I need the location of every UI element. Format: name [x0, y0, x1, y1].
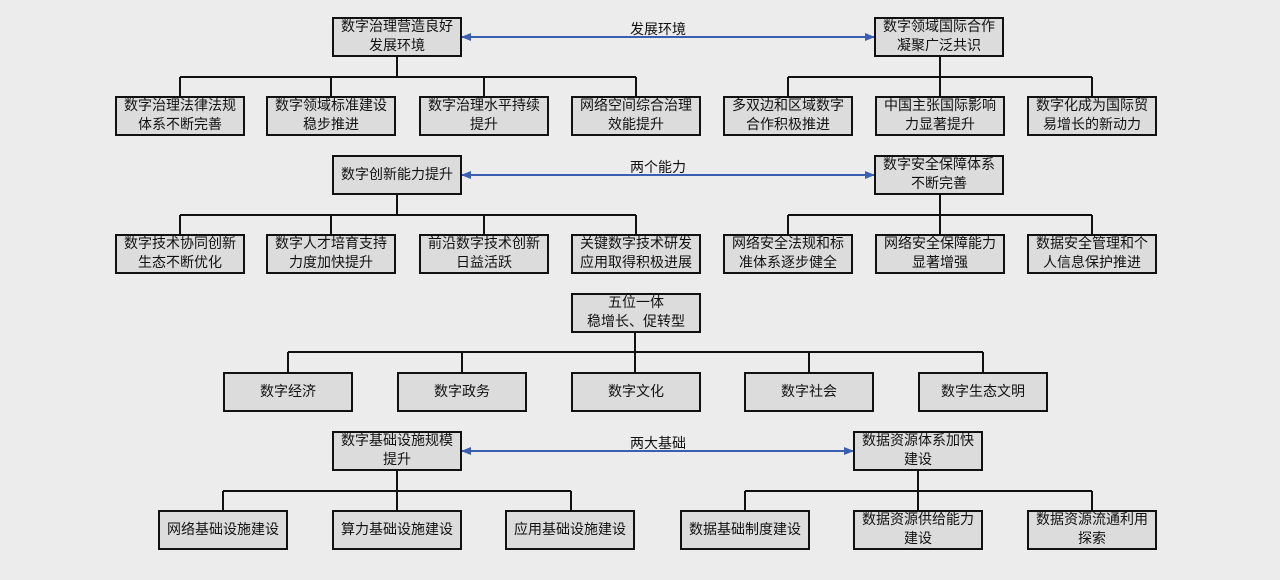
node-env-right-2: 中国主张国际影响 力显著提升	[875, 96, 1005, 136]
node-network-infrastructure: 网络基础设施建设	[158, 510, 288, 550]
node-cap-left-2: 数字人才培育支持 力度加快提升	[266, 234, 396, 274]
node-cap-right-2: 网络安全保障能力 显著增强	[875, 234, 1005, 274]
tree-environment-left	[179, 57, 637, 96]
tree-foundations-left	[222, 471, 572, 510]
node-env-left-1: 数字治理法律法规 体系不断完善	[115, 96, 245, 136]
node-cap-left-4: 关键数字技术研发 应用取得积极进展	[571, 234, 701, 274]
node-data-institution: 数据基础制度建设	[680, 510, 810, 550]
tree-capabilities-left	[179, 195, 637, 234]
node-env-left-2: 数字领域标准建设 稳步推进	[266, 96, 396, 136]
relation-label-foundations: 两大基础	[630, 436, 686, 452]
node-env-left-4: 网络空间综合治理 效能提升	[571, 96, 701, 136]
node-digital-culture: 数字文化	[571, 372, 701, 412]
node-governance-environment: 数字治理营造良好 发展环境	[332, 17, 462, 57]
node-computing-infrastructure: 算力基础设施建设	[332, 510, 462, 550]
node-data-resource-system: 数据资源体系加快 建设	[853, 431, 983, 471]
tree-foundations-right	[744, 471, 1093, 510]
node-cap-left-1: 数字技术协同创新 生态不断优化	[115, 234, 245, 274]
node-digital-ecology: 数字生态文明	[918, 372, 1048, 412]
node-env-right-3: 数字化成为国际贸 易增长的新动力	[1027, 96, 1157, 136]
node-cap-right-1: 网络安全法规和标 准体系逐步健全	[723, 234, 853, 274]
node-data-supply: 数据资源供给能力 建设	[853, 510, 983, 550]
relation-label-capabilities: 两个能力	[630, 160, 686, 176]
node-env-right-1: 多双边和区域数字 合作积极推进	[723, 96, 853, 136]
tree-capabilities-right	[787, 195, 1093, 234]
node-digital-government: 数字政务	[397, 372, 527, 412]
node-digital-economy: 数字经济	[223, 372, 353, 412]
node-international-cooperation: 数字领域国际合作 凝聚广泛共识	[874, 17, 1004, 57]
node-cap-left-3: 前沿数字技术创新 日益活跃	[419, 234, 549, 274]
node-innovation-capability: 数字创新能力提升	[332, 155, 462, 195]
tree-five	[287, 333, 984, 372]
node-data-circulation: 数据资源流通利用 探索	[1027, 510, 1157, 550]
node-security-system: 数字安全保障体系 不断完善	[874, 155, 1004, 195]
node-application-infrastructure: 应用基础设施建设	[505, 510, 635, 550]
node-infrastructure-scale: 数字基础设施规模 提升	[332, 431, 462, 471]
node-env-left-3: 数字治理水平持续 提升	[419, 96, 549, 136]
tree-environment-right	[787, 57, 1093, 96]
node-digital-society: 数字社会	[744, 372, 874, 412]
node-cap-right-3: 数据安全管理和个 人信息保护推进	[1027, 234, 1157, 274]
node-five-in-one: 五位一体 稳增长、促转型	[571, 293, 701, 333]
relation-label-environment: 发展环境	[630, 22, 686, 38]
